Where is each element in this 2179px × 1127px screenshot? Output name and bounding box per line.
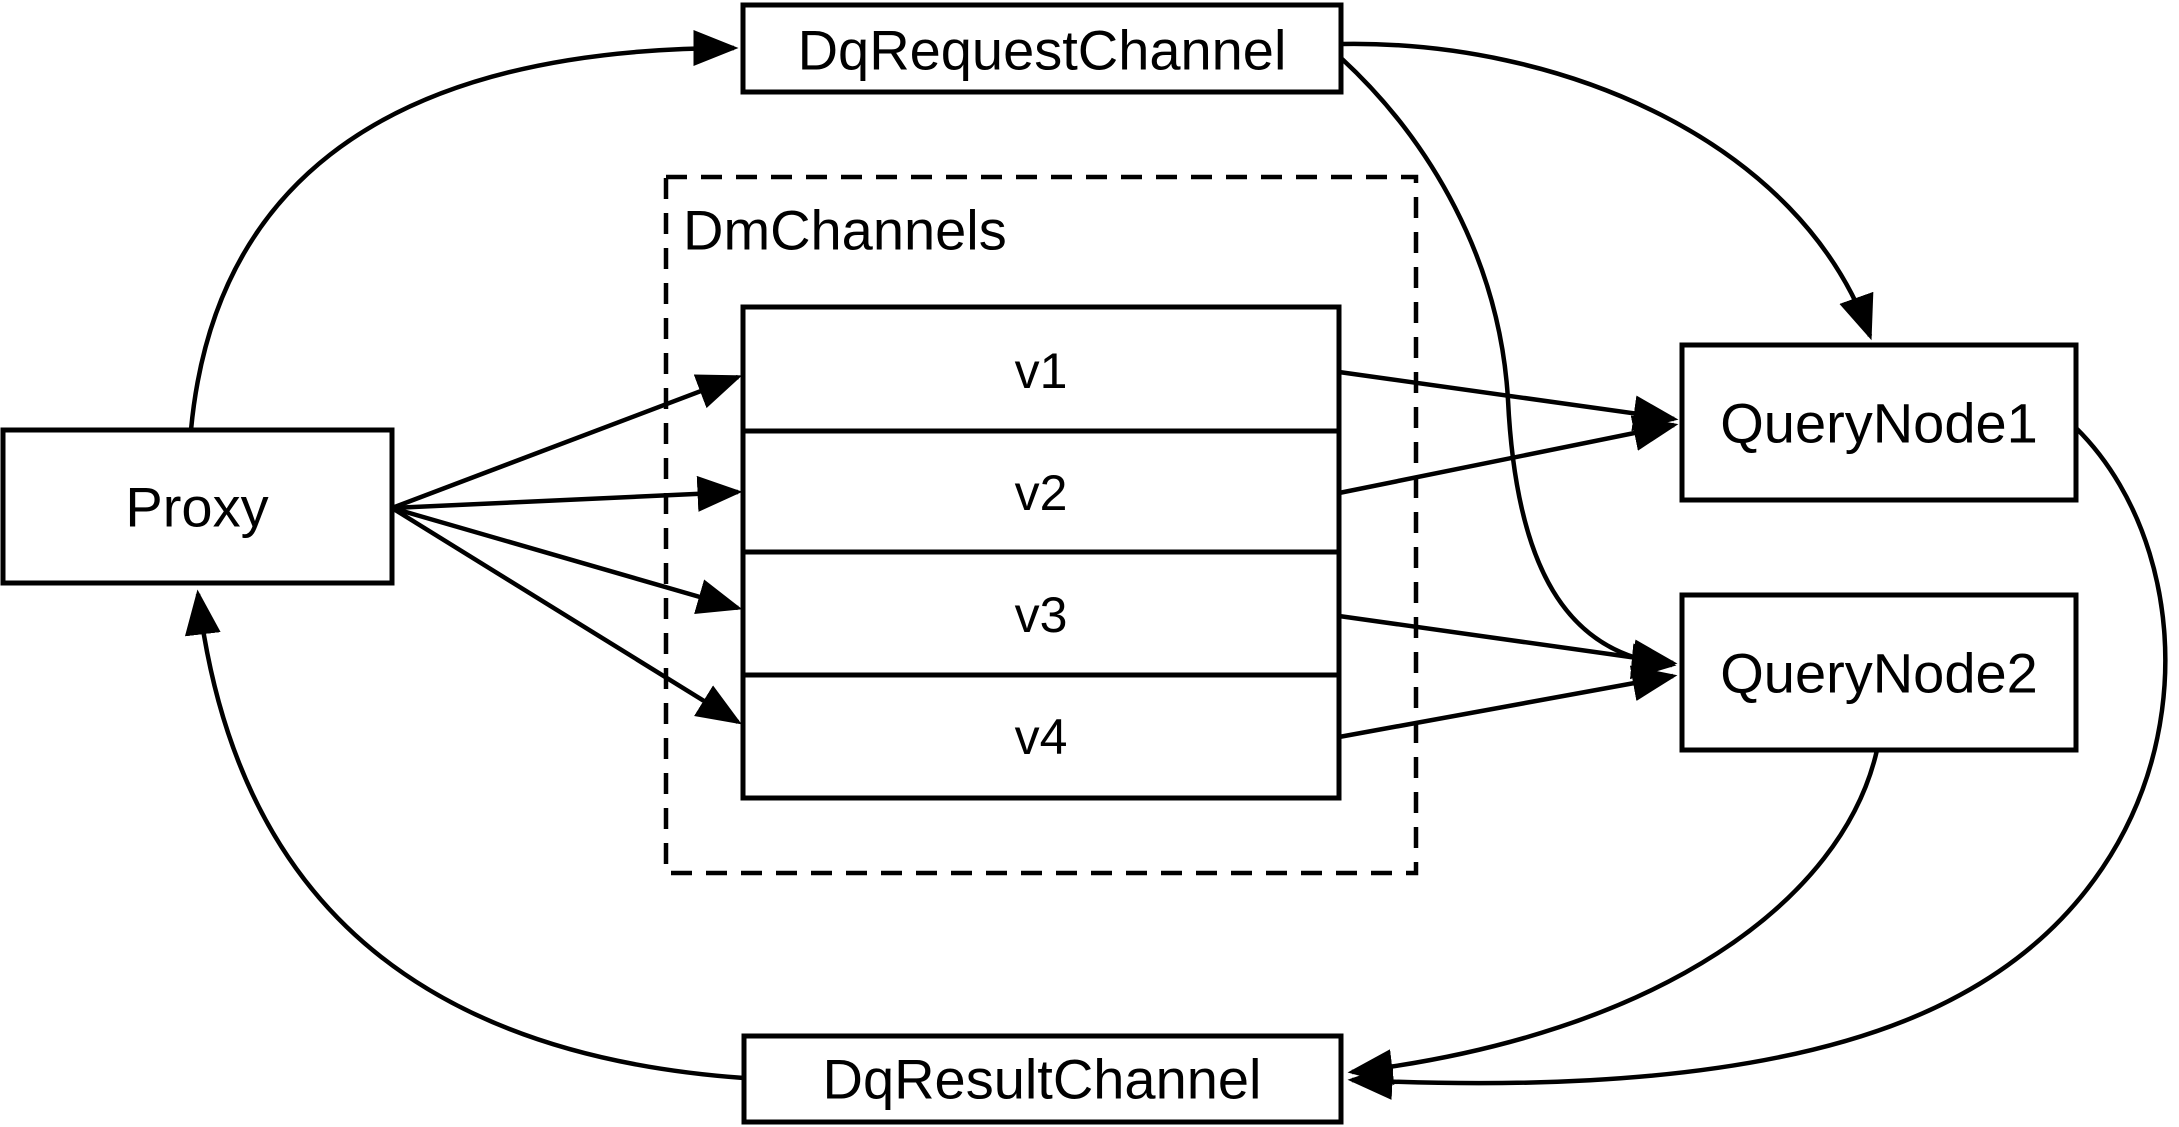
node-query-node-1: QueryNode1 xyxy=(1679,342,2079,503)
dq-request-channel-label: DqRequestChannel xyxy=(798,19,1287,82)
edge-dqresultchannel-to-proxy xyxy=(184,589,745,1081)
proxy-label: Proxy xyxy=(125,476,268,539)
edge-proxy-to-v1 xyxy=(391,374,743,511)
edge-proxy-to-v2 xyxy=(391,475,743,512)
node-channel-stack: v1 v2 v3 v4 xyxy=(740,304,1342,801)
query-node-1-label: QueryNode1 xyxy=(1720,392,2038,455)
node-query-node-2: QueryNode2 xyxy=(1679,592,2079,753)
proxy-box xyxy=(0,427,395,586)
edge-proxy-to-v3 xyxy=(391,505,743,615)
dm-channels-label: DmChannels xyxy=(683,199,1007,262)
edge-v4-to-querynode2 xyxy=(1338,665,1678,740)
channel-row-v1: v1 xyxy=(1015,343,1068,399)
query-node-2-box xyxy=(1679,592,2079,753)
channel-row-v2: v2 xyxy=(1015,465,1068,521)
query-node-1-box xyxy=(1679,342,2079,503)
edge-v3-to-querynode2 xyxy=(1338,613,1678,676)
channel-row-v4: v4 xyxy=(1015,709,1068,765)
edge-querynode2-to-dqresultchannel xyxy=(1347,749,1880,1086)
node-dq-result-channel: DqResultChannel xyxy=(741,1033,1344,1125)
dq-result-channel-box xyxy=(741,1033,1344,1125)
group-dm-channels: DmChannels xyxy=(663,174,1419,876)
edge-v1-to-querynode1 xyxy=(1338,369,1679,432)
edges xyxy=(184,30,2168,1100)
node-proxy: Proxy xyxy=(0,427,395,586)
edge-dqrequestchannel-to-querynode2 xyxy=(1339,56,1677,680)
edge-querynode1-to-dqresultchannel xyxy=(1347,426,2168,1100)
query-node-2-label: QueryNode2 xyxy=(1720,642,2038,705)
node-dq-request-channel: DqRequestChannel xyxy=(740,2,1344,95)
edge-proxy-to-dqrequestchannel xyxy=(188,30,739,431)
edge-proxy-to-v4 xyxy=(390,506,742,725)
dq-request-channel-box xyxy=(740,2,1344,95)
dm-channels-dashed-border xyxy=(663,174,1419,876)
edge-dqrequestchannel-to-querynode1 xyxy=(1340,41,1874,341)
edge-v2-to-querynode1 xyxy=(1338,415,1679,496)
channel-row-v3: v3 xyxy=(1015,587,1068,643)
dq-result-channel-label: DqResultChannel xyxy=(823,1048,1262,1111)
